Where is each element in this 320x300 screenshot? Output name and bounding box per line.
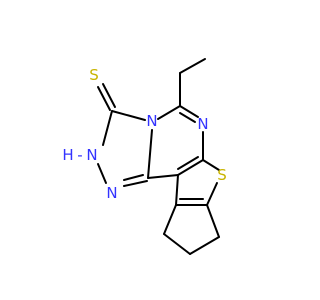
atom-n-lower: N (106, 184, 117, 202)
bonds (97, 58, 220, 255)
atom-labels: S H - N N N N S (62, 66, 226, 202)
bond-nh-n (97, 163, 107, 184)
bond-cp-3 (163, 233, 191, 255)
bond-thiophene-c-c8a (175, 174, 179, 206)
bond-c7-c8a-1 (177, 159, 204, 176)
atom-n-fused: N (146, 112, 157, 130)
molecule-svg: S H - N N N N S (62, 58, 227, 255)
bond-c3-nh (102, 110, 113, 146)
atom-n-pyrimidine: N (197, 115, 208, 133)
atom-thiophene-s: S (217, 166, 227, 184)
atom-nh-n: N (86, 146, 97, 164)
atom-nh-h: H (62, 146, 73, 164)
bond-c5-n6-1 (179, 105, 199, 118)
bond-nfused-c9b (147, 129, 153, 179)
bond-c7-c8a-2 (177, 156, 199, 170)
bond-thione-cs-2 (102, 83, 116, 108)
bond-n-c-triazole-2 (123, 174, 144, 181)
bond-cp-2 (189, 236, 220, 255)
bond-c5-n6-2 (179, 112, 196, 123)
bond-nfused-c5 (157, 105, 181, 120)
bond-n-c-triazole-1 (123, 180, 148, 187)
bond-s-c (206, 182, 218, 206)
bond-thione-cs-1 (97, 86, 111, 111)
bond-ch2-ch3 (179, 58, 206, 74)
bond-c3-nfused (111, 110, 146, 121)
atom-thione-s: S (89, 66, 99, 84)
bond-cp-1 (206, 204, 220, 238)
bond-c8a-c9b (147, 174, 179, 179)
molecule-structure-diagram: S H - N N N N S (62, 58, 227, 255)
bond-c7-s (202, 159, 220, 171)
bond-cp-4 (163, 204, 177, 235)
atom-nh-dash: - (77, 146, 82, 164)
